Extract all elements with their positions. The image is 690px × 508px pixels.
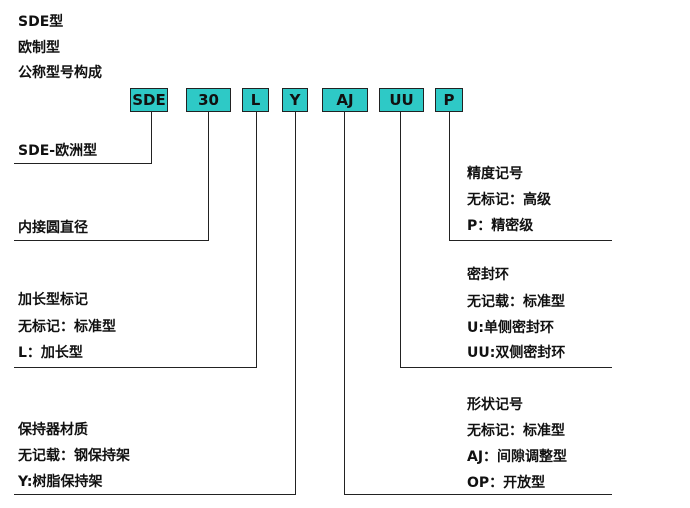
code-box-precision: P <box>435 88 463 112</box>
label-material-steel: 无记载：钢保持架 <box>18 448 130 464</box>
title-composition: 公称型号构成 <box>18 65 102 81</box>
connector-line <box>344 494 612 495</box>
code-box-size: 30 <box>186 88 231 112</box>
label-shape-std: 无标记：标准型 <box>467 423 565 439</box>
label-seal-uu: UU:双侧密封环 <box>467 345 566 361</box>
code-box-length: L <box>242 88 269 112</box>
connector-line <box>151 112 152 164</box>
connector-line <box>14 240 209 241</box>
connector-line <box>14 163 152 164</box>
label-seal-title: 密封环 <box>467 267 509 283</box>
label-precision-title: 精度记号 <box>467 166 523 182</box>
code-box-seal: UU <box>379 88 424 112</box>
connector-line <box>295 112 296 495</box>
title-sde: SDE型 <box>18 14 64 30</box>
code-box-material: Y <box>282 88 308 112</box>
label-shape-aj: AJ：间隙调整型 <box>467 449 568 465</box>
label-length-title: 加长型标记 <box>18 292 88 308</box>
connector-line <box>344 112 345 495</box>
label-material-resin: Y:树脂保持架 <box>18 474 103 490</box>
label-length-l: L：加长型 <box>18 345 83 361</box>
label-precision-p: P：精密级 <box>467 218 534 234</box>
code-box-shape: AJ <box>322 88 368 112</box>
connector-line <box>400 367 612 368</box>
connector-line <box>449 240 612 241</box>
label-precision-high: 无标记：高级 <box>467 192 551 208</box>
label-seal-u: U:单侧密封环 <box>467 320 554 336</box>
label-shape-op: OP：开放型 <box>467 475 546 491</box>
label-size: 内接圆直径 <box>18 220 88 236</box>
label-seal-std: 无记载：标准型 <box>467 294 565 310</box>
code-box-sde: SDE <box>130 88 168 112</box>
connector-line <box>449 112 450 241</box>
label-shape-title: 形状记号 <box>467 397 523 413</box>
connector-line <box>14 494 296 495</box>
connector-line <box>14 367 257 368</box>
connector-line <box>208 112 209 241</box>
connector-line <box>400 112 401 368</box>
connector-line <box>256 112 257 368</box>
label-material-title: 保持器材质 <box>18 422 88 438</box>
label-length-std: 无标记：标准型 <box>18 319 116 335</box>
label-sde: SDE-欧洲型 <box>18 143 98 159</box>
title-euro: 欧制型 <box>18 40 60 56</box>
